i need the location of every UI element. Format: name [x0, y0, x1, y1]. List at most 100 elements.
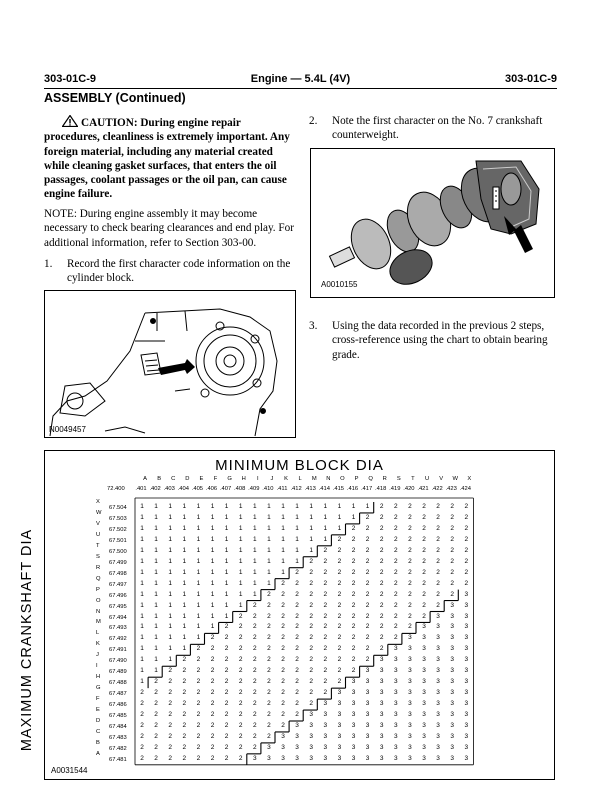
chart-cell: 3 [450, 754, 454, 762]
chart-cell: 2 [379, 568, 384, 576]
chart-cell: 1 [168, 546, 172, 554]
chart-row-value: 67.491 [109, 647, 127, 654]
chart-cell: 3 [393, 700, 398, 708]
chart-col-value: .413 [304, 486, 316, 492]
chart-cell: 2 [210, 634, 215, 642]
chart-cell: 2 [224, 711, 229, 719]
chart-cell: 3 [393, 678, 398, 686]
chart-cell: 2 [309, 557, 313, 565]
chart-cell: 2 [281, 590, 285, 598]
chart-cell: 1 [140, 568, 144, 576]
figure-label-crank: A0010155 [321, 280, 358, 289]
chart-cell: 1 [168, 645, 172, 653]
chart-cell: 1 [295, 513, 299, 521]
chart-col-letter: D [185, 476, 190, 482]
chart-cell: 2 [337, 678, 342, 686]
chart-cell: 3 [464, 722, 469, 729]
chart-cell: 3 [379, 754, 384, 762]
chart-cell: 3 [436, 711, 440, 719]
chart-cell: 2 [450, 579, 454, 587]
chart-cell: 2 [351, 601, 356, 609]
chart-cell: 2 [182, 656, 187, 664]
chart-cell: 2 [224, 645, 229, 653]
chart-cell: 2 [323, 689, 328, 697]
chart-cell: 2 [210, 743, 215, 751]
chart-row-letter: K [96, 641, 100, 648]
chart-cell: 1 [196, 568, 201, 576]
chart-cell: 1 [309, 524, 313, 532]
chart-cell: 2 [323, 656, 328, 664]
chart-cell: 3 [450, 743, 454, 751]
chart-cell: 1 [323, 535, 328, 543]
chart-cell: 2 [168, 743, 172, 751]
chart-cell: 2 [168, 689, 172, 697]
chart-cell: 2 [337, 612, 342, 620]
chart-cell: 2 [408, 623, 412, 631]
step-2-number: 2. [309, 115, 318, 127]
chart-cell: 2 [379, 546, 384, 554]
chart-cell: 1 [224, 513, 229, 521]
chart-cell: 2 [224, 623, 229, 631]
chart-cell: 3 [422, 711, 426, 719]
chart-cell: 1 [224, 535, 229, 543]
chart-cell: 2 [196, 700, 201, 708]
chart-cell: 3 [309, 754, 313, 762]
chart-cell: 2 [140, 732, 144, 740]
chart-cell: 2 [295, 656, 299, 664]
chart-cell: 1 [182, 513, 187, 521]
chart-cell: 3 [422, 678, 426, 686]
chart-cell: 2 [365, 623, 370, 631]
chart-cell: 1 [295, 535, 299, 543]
chart-cell: 1 [238, 503, 243, 510]
chart-cell: 2 [224, 689, 229, 697]
chart-cell: 2 [196, 689, 201, 697]
chart-col-value: .408 [234, 486, 246, 492]
chart-cell: 1 [281, 568, 285, 576]
chart-cell: 1 [267, 568, 271, 576]
chart-cell: 2 [267, 590, 271, 598]
chart-cell: 3 [365, 689, 370, 697]
chart-col-base: 72.400 [107, 486, 125, 492]
chart-cell: 2 [337, 656, 342, 664]
chart-cell: 3 [464, 743, 469, 751]
chart-cell: 2 [267, 667, 271, 675]
chart-col-letter: X [467, 476, 472, 482]
chart-cell: 2 [464, 546, 469, 554]
chart-cell: 3 [408, 656, 412, 664]
chart-cell: 3 [379, 743, 384, 751]
chart-cell: 1 [140, 590, 144, 598]
chart-cell: 3 [422, 754, 426, 762]
chart-col-letter: A [143, 476, 147, 482]
chart-cell: 3 [436, 645, 440, 653]
chart-cell: 2 [252, 634, 257, 642]
chart-cell: 2 [379, 557, 384, 565]
chart-cell: 1 [154, 634, 158, 642]
chart-row-value: 67.487 [109, 691, 127, 698]
chart-cell: 2 [140, 722, 144, 729]
note-text: NOTE: During engine assembly it may beco… [44, 208, 294, 249]
chart-cell: 1 [168, 503, 172, 510]
chart-col-letter: Q [368, 476, 373, 482]
chart-cell: 1 [182, 535, 187, 543]
chart-cell: 2 [238, 754, 243, 762]
chart-cell: 1 [154, 612, 158, 620]
chart-cell: 2 [365, 634, 370, 642]
chart-cell: 3 [365, 754, 370, 762]
chart-cell: 2 [408, 524, 412, 532]
chart-cell: 3 [436, 667, 440, 675]
chart-cell: 1 [182, 546, 187, 554]
chart-cell: 3 [379, 711, 384, 719]
chart-cell: 1 [238, 546, 243, 554]
chart-cell: 2 [309, 601, 313, 609]
chart-cell: 2 [182, 678, 187, 686]
chart-cell: 2 [351, 535, 356, 543]
chart-cell: 1 [196, 623, 201, 631]
chart-cell: 2 [337, 557, 342, 565]
chart-row-value: 67.492 [109, 636, 127, 643]
chart-cell: 2 [393, 590, 398, 598]
chart-cell: 3 [464, 623, 469, 631]
chart-cell: 2 [238, 656, 243, 664]
chart-cell: 1 [168, 524, 172, 532]
chart-cell: 2 [393, 557, 398, 565]
chart-cell: 3 [351, 743, 356, 751]
